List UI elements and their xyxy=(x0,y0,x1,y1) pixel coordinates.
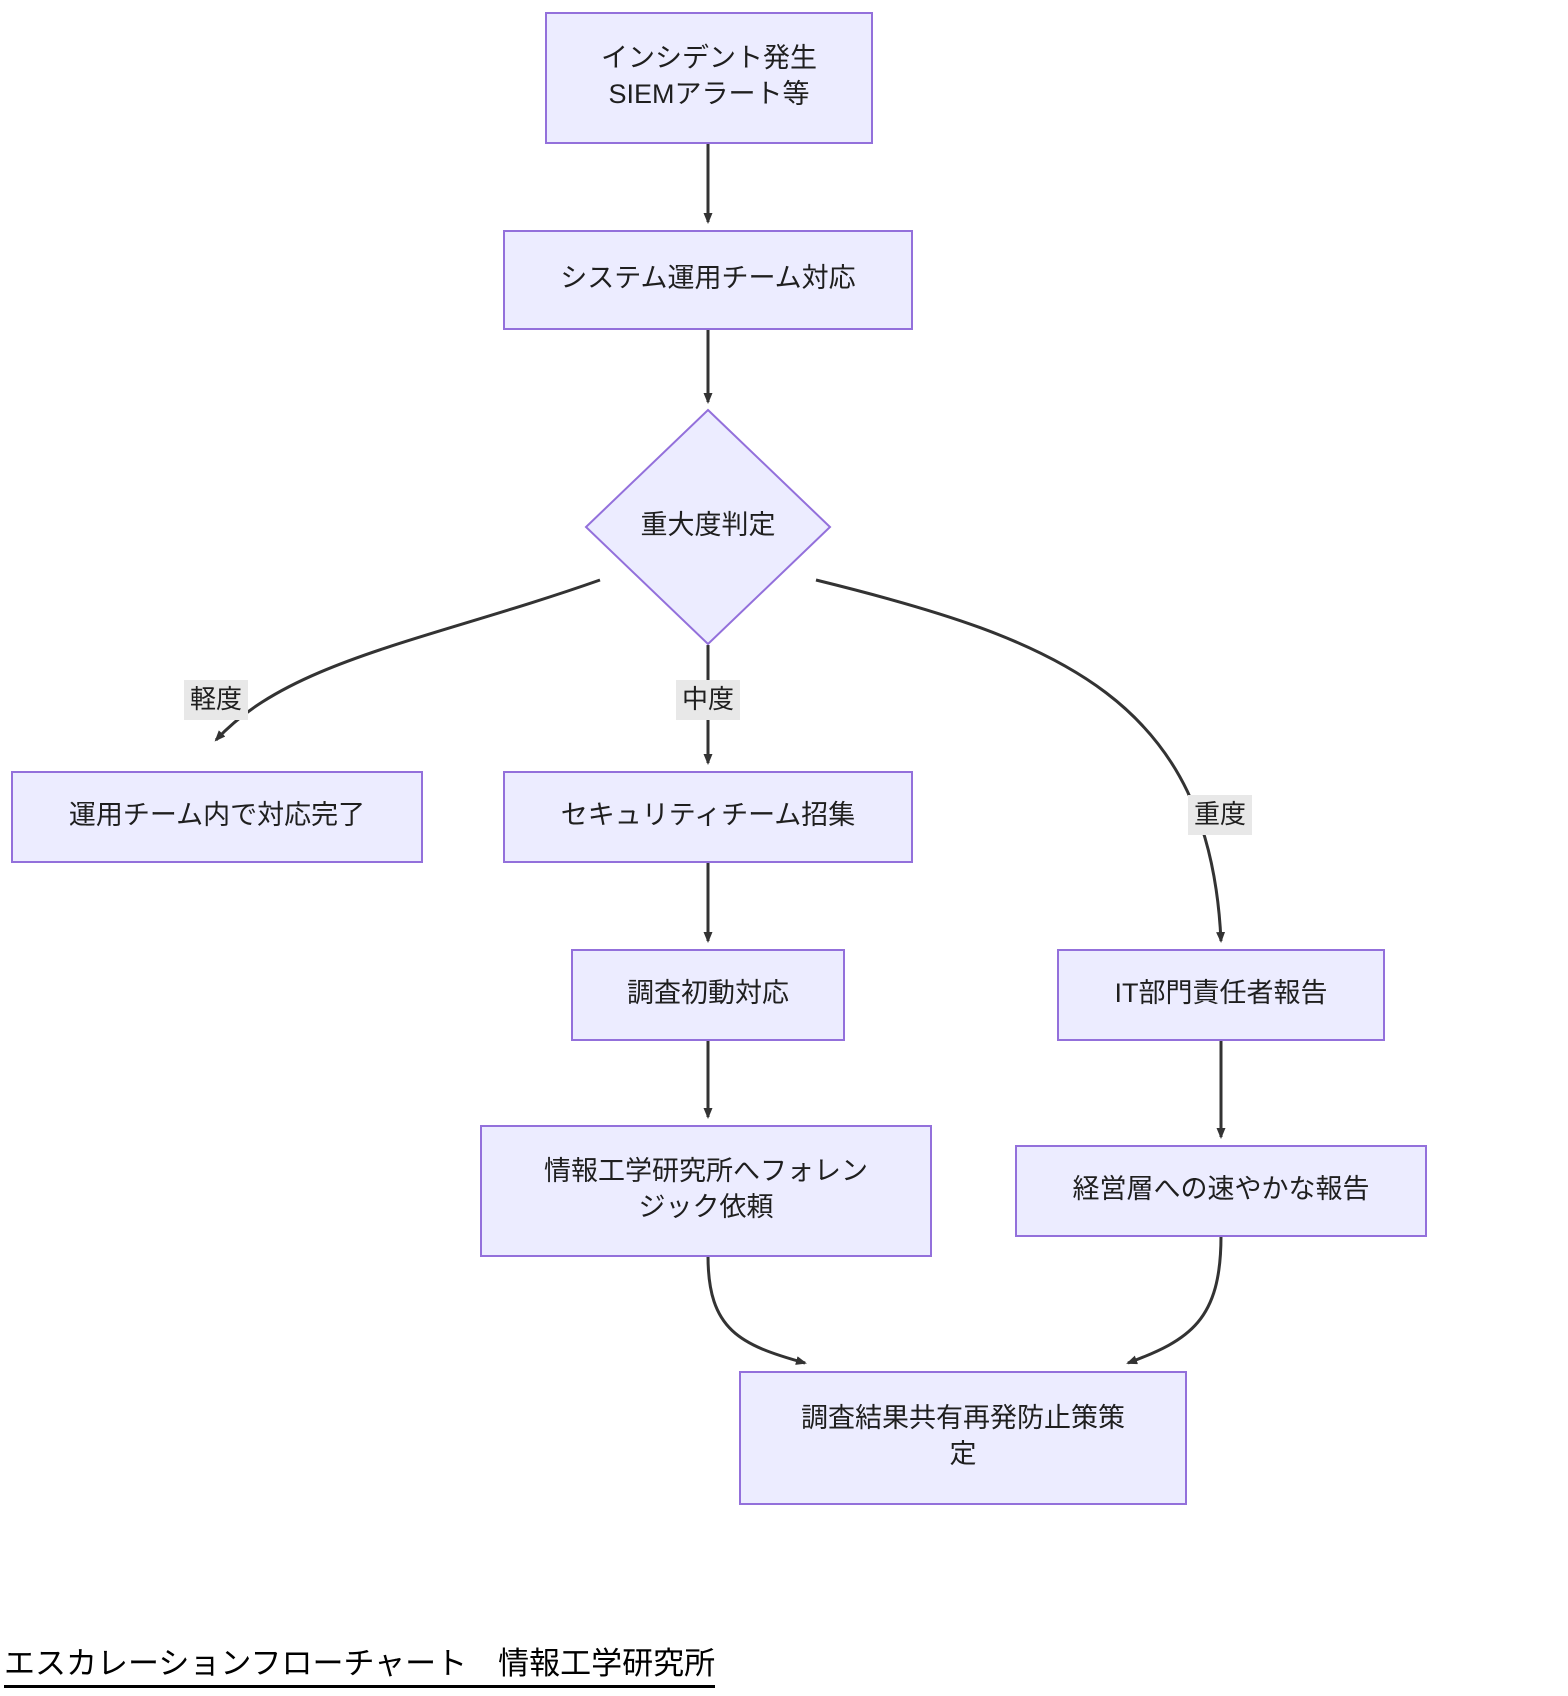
node-shape-rect xyxy=(11,771,423,863)
edge-label-background xyxy=(1188,795,1252,835)
node-severity-decision[interactable]: 重大度判定 xyxy=(584,408,832,646)
node-ops-team[interactable]: システム運用チーム対応 xyxy=(503,230,913,330)
node-shape-rect xyxy=(503,771,913,863)
node-exec-report[interactable]: 経営層への速やかな報告 xyxy=(1015,1145,1427,1237)
edge-label-e5: 重度 xyxy=(1188,795,1252,835)
node-security-team[interactable]: セキュリティチーム招集 xyxy=(503,771,913,863)
node-label-it-manager-report: IT部門責任者報告 xyxy=(1115,978,1328,1008)
edge-severity-decision-to-it-manager-report xyxy=(815,578,1226,943)
edges-layer xyxy=(214,143,1226,1365)
node-shape-rect xyxy=(571,949,845,1041)
node-shape-rect xyxy=(480,1125,932,1257)
node-shape-diamond xyxy=(584,408,832,646)
edge-label-text: 中度 xyxy=(682,684,734,714)
edge-label-text: 重度 xyxy=(1194,799,1246,829)
node-label-security-team: セキュリティチーム招集 xyxy=(561,800,856,830)
node-initial-response[interactable]: 調査初動対応 xyxy=(571,949,845,1041)
edge-label-text: 軽度 xyxy=(190,684,242,714)
node-shape-rect xyxy=(739,1371,1187,1505)
edge-exec-report-to-share-results xyxy=(1126,1235,1223,1365)
node-forensics-request[interactable]: 情報工学研究所へフォレンジック依頼 xyxy=(480,1125,932,1257)
node-shape-rect xyxy=(545,12,873,144)
node-shape-rect xyxy=(1057,949,1385,1041)
node-label-severity-decision: 重大度判定 xyxy=(641,510,776,540)
edge-label-background xyxy=(184,680,248,720)
node-shape-rect xyxy=(1015,1145,1427,1237)
node-label-initial-response: 調査初動対応 xyxy=(627,978,789,1008)
diagram-caption: エスカレーションフローチャート 情報工学研究所 xyxy=(4,1638,716,1688)
edge-label-e3: 軽度 xyxy=(184,680,248,720)
node-label-exec-report: 経営層への速やかな報告 xyxy=(1073,1174,1370,1204)
node-label-ops-team: システム運用チーム対応 xyxy=(560,263,855,293)
node-shape-rect xyxy=(503,230,913,330)
node-label-forensics-request: 情報工学研究所へフォレンジック依頼 xyxy=(544,1156,868,1222)
edge-severity-decision-to-handled-in-ops xyxy=(214,578,601,742)
edge-forensics-request-to-share-results xyxy=(706,1255,807,1365)
node-label-share-results: 調査結果共有再発防止策策定 xyxy=(801,1403,1125,1469)
node-share-results[interactable]: 調査結果共有再発防止策策定 xyxy=(739,1371,1187,1505)
node-it-manager-report[interactable]: IT部門責任者報告 xyxy=(1057,949,1385,1041)
edge-label-e4: 中度 xyxy=(676,680,740,720)
node-handled-in-ops[interactable]: 運用チーム内で対応完了 xyxy=(11,771,423,863)
node-label-handled-in-ops: 運用チーム内で対応完了 xyxy=(69,800,365,830)
edge-label-background xyxy=(676,680,740,720)
